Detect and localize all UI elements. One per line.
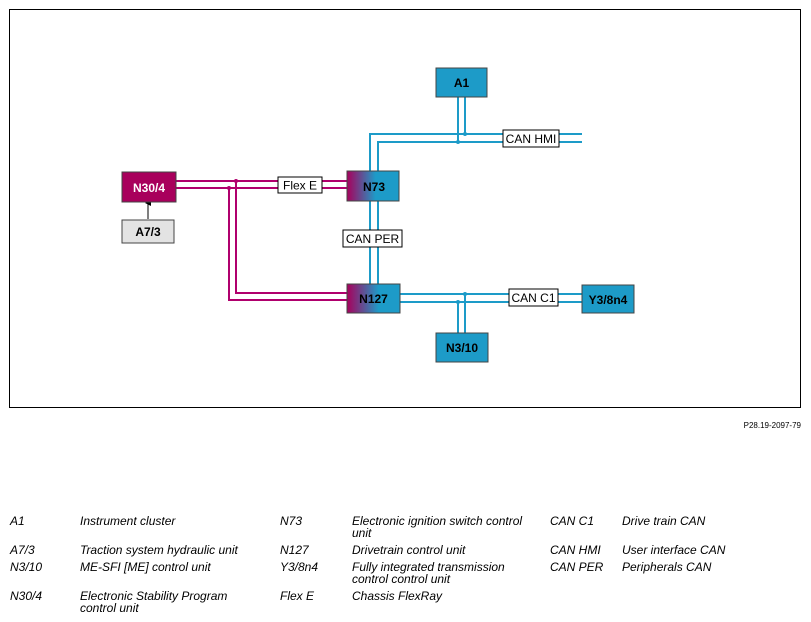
legend-code: A7/3 bbox=[10, 543, 35, 557]
legend-desc-line: Electronic ignition switch control bbox=[352, 514, 523, 528]
junction-dot bbox=[456, 140, 460, 144]
legend-code: N127 bbox=[280, 543, 309, 557]
node-label: N127 bbox=[359, 292, 388, 306]
junction-dot bbox=[234, 179, 238, 183]
legend-code: N73 bbox=[280, 514, 303, 528]
legend-code: CAN HMI bbox=[550, 543, 601, 557]
node-label: N30/4 bbox=[133, 181, 165, 195]
node-label: A1 bbox=[454, 76, 470, 90]
legend-desc: Peripherals CAN bbox=[622, 560, 712, 574]
junction-dot bbox=[227, 186, 231, 190]
legend-code: A1 bbox=[10, 514, 25, 528]
node-a7-3[interactable]: A7/3 bbox=[121, 219, 175, 244]
junction-dot bbox=[456, 300, 460, 304]
legend-desc: Drivetrain control unit bbox=[352, 543, 466, 557]
legend-desc: Electronic Stability Program control uni… bbox=[80, 590, 227, 614]
bus-label-text: Flex E bbox=[283, 179, 317, 193]
legend-code: CAN C1 bbox=[550, 514, 595, 528]
bus-label-text: CAN HMI bbox=[506, 132, 557, 146]
bus-label-can-per: CAN PER bbox=[342, 229, 403, 248]
diagram-frame bbox=[9, 9, 801, 408]
legend-code: CAN PER bbox=[550, 560, 604, 574]
node-n30-4[interactable]: N30/4 bbox=[121, 171, 177, 203]
junction-dot bbox=[463, 292, 467, 296]
node-n73[interactable]: N73 bbox=[346, 170, 400, 202]
legend-desc: User interface CAN bbox=[622, 543, 726, 557]
node-label: N3/10 bbox=[446, 341, 478, 355]
legend-desc: Chassis FlexRay bbox=[352, 589, 443, 603]
legend-desc-line: unit bbox=[352, 526, 372, 540]
bus-label-text: CAN PER bbox=[346, 232, 400, 246]
node-a1[interactable]: A1 bbox=[435, 67, 488, 98]
legend-desc: Drive train CAN bbox=[622, 514, 706, 528]
bus-label-can-c1: CAN C1 bbox=[508, 288, 559, 307]
legend-desc-line: Electronic Stability Program bbox=[80, 589, 228, 603]
bus-label-can-hmi: CAN HMI bbox=[502, 129, 560, 148]
legend-desc-line: control control unit bbox=[352, 572, 451, 586]
figure-reference: P28.19-2097-79 bbox=[743, 421, 801, 430]
legend-code: Flex E bbox=[280, 589, 315, 603]
flex-e-bus bbox=[176, 180, 347, 301]
legend-desc-line: control unit bbox=[80, 601, 139, 615]
node-n3-10[interactable]: N3/10 bbox=[435, 332, 489, 363]
bus-label-flex-e: Flex E bbox=[277, 176, 323, 194]
node-label: N73 bbox=[363, 180, 385, 194]
legend-code: N30/4 bbox=[10, 589, 43, 603]
legend-desc: Traction system hydraulic unit bbox=[80, 543, 238, 557]
legend-code: Y3/8n4 bbox=[280, 560, 319, 574]
legend-desc: Electronic ignition switch control unit bbox=[352, 515, 522, 539]
network-diagram: A1 N30/4 A7/3 N73 N127 Y3/8n4 N3/10 CAN … bbox=[121, 67, 635, 363]
junction-dot bbox=[463, 132, 467, 136]
legend-desc: Instrument cluster bbox=[80, 514, 176, 528]
legend-desc: Fully integrated transmission control co… bbox=[352, 561, 505, 585]
node-n127[interactable]: N127 bbox=[346, 283, 401, 314]
node-label: Y3/8n4 bbox=[589, 293, 628, 307]
node-y3-8n4[interactable]: Y3/8n4 bbox=[581, 284, 635, 314]
node-label: A7/3 bbox=[135, 225, 161, 239]
legend-desc: ME-SFI [ME] control unit bbox=[80, 560, 211, 574]
legend-desc-line: Fully integrated transmission bbox=[352, 560, 505, 574]
bus-label-text: CAN C1 bbox=[511, 291, 555, 305]
legend-code: N3/10 bbox=[10, 560, 43, 574]
